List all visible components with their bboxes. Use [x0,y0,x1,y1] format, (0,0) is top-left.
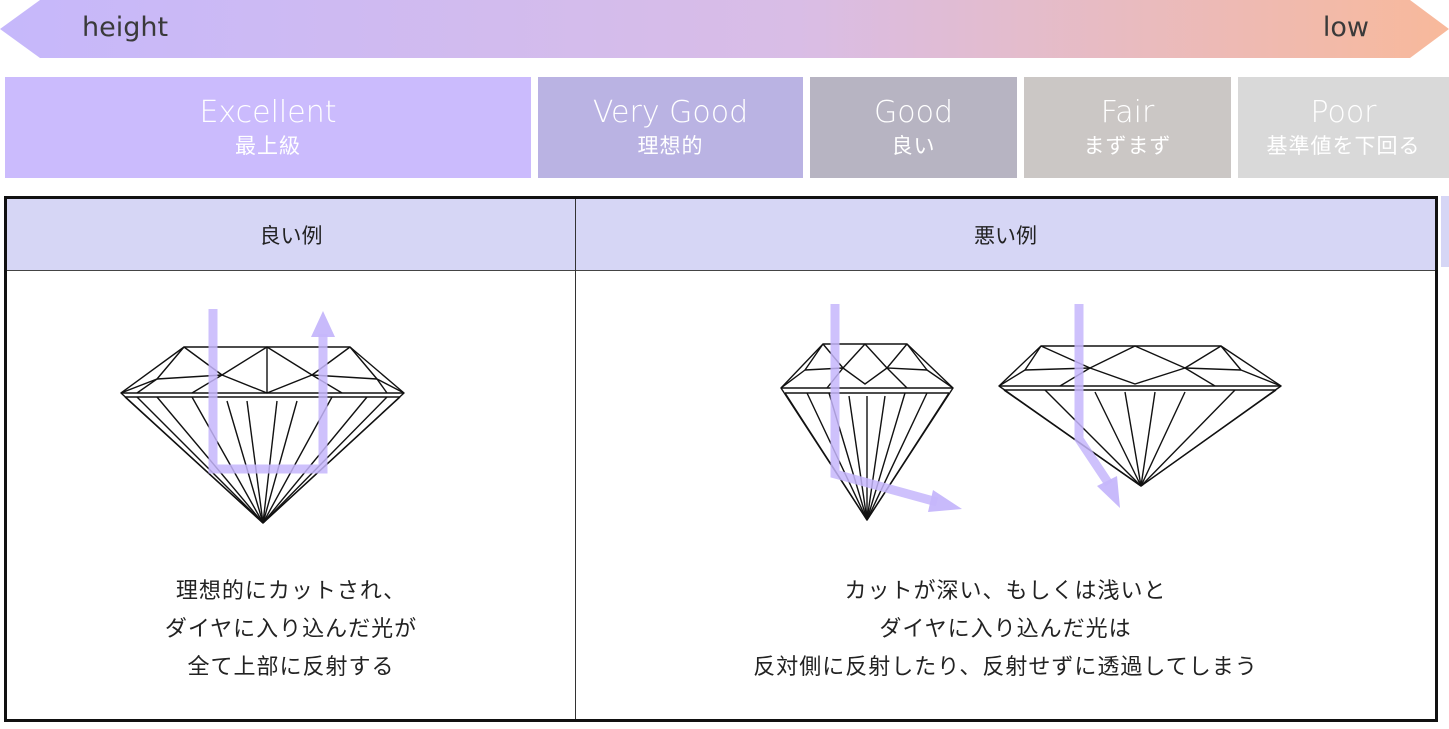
double-arrow-icon [0,0,1449,58]
bad-caption-line-1: カットが深い、もしくは浅いと [844,579,1167,604]
grade-good: Good 良い [810,77,1017,178]
header-edge-strip [1441,196,1449,267]
good-caption-line-1: 理想的にカットされ、 [175,579,407,604]
grade-excellent-name: Excellent [199,94,337,130]
grade-poor-name: Poor [1310,94,1377,130]
grade-very-good-jp: 理想的 [637,133,704,158]
good-example-title: 良い例 [259,223,323,248]
shallow-cut-diamond-diagram [998,304,1282,508]
grade-very-good-name: Very Good [592,94,749,130]
bad-caption-line-3: 反対側に反射したり、反射せずに透過してしまう [753,655,1258,680]
deep-cut-diamond-diagram [780,304,962,521]
bad-caption-line-2: ダイヤに入り込んだ光は [879,617,1132,642]
column-divider [575,199,576,719]
good-cut-diamond-diagram [120,309,405,524]
grade-good-jp: 良い [891,133,936,158]
scale-label-high: height [82,12,169,43]
grade-poor-jp: 基準値を下回る [1266,133,1421,158]
grade-very-good: Very Good 理想的 [538,77,803,178]
good-caption-line-3: 全て上部に反射する [187,655,395,680]
grade-poor: Poor 基準値を下回る [1238,77,1449,178]
grade-fair-name: Fair [1100,94,1155,130]
grade-fair-jp: まずまず [1083,133,1172,158]
cut-grade-bar: Excellent 最上級 Very Good 理想的 Good 良い Fair… [5,77,1449,178]
bad-example-caption: カットが深い、もしくは浅いと ダイヤに入り込んだ光は 反対側に反射したり、反射せ… [576,573,1435,687]
quality-scale-arrow: height low [0,0,1449,58]
good-example-caption: 理想的にカットされ、 ダイヤに入り込んだ光が 全て上部に反射する [7,573,575,687]
scale-label-low: low [1322,12,1369,43]
table-header [7,199,1435,271]
comparison-table: 良い例 悪い例 [4,196,1438,722]
grade-excellent-jp: 最上級 [235,133,301,158]
grade-fair: Fair まずまず [1024,77,1231,178]
bad-example-title: 悪い例 [974,223,1037,248]
grade-good-name: Good [874,94,953,130]
grade-excellent: Excellent 最上級 [5,77,531,178]
good-caption-line-2: ダイヤに入り込んだ光が [164,617,418,642]
